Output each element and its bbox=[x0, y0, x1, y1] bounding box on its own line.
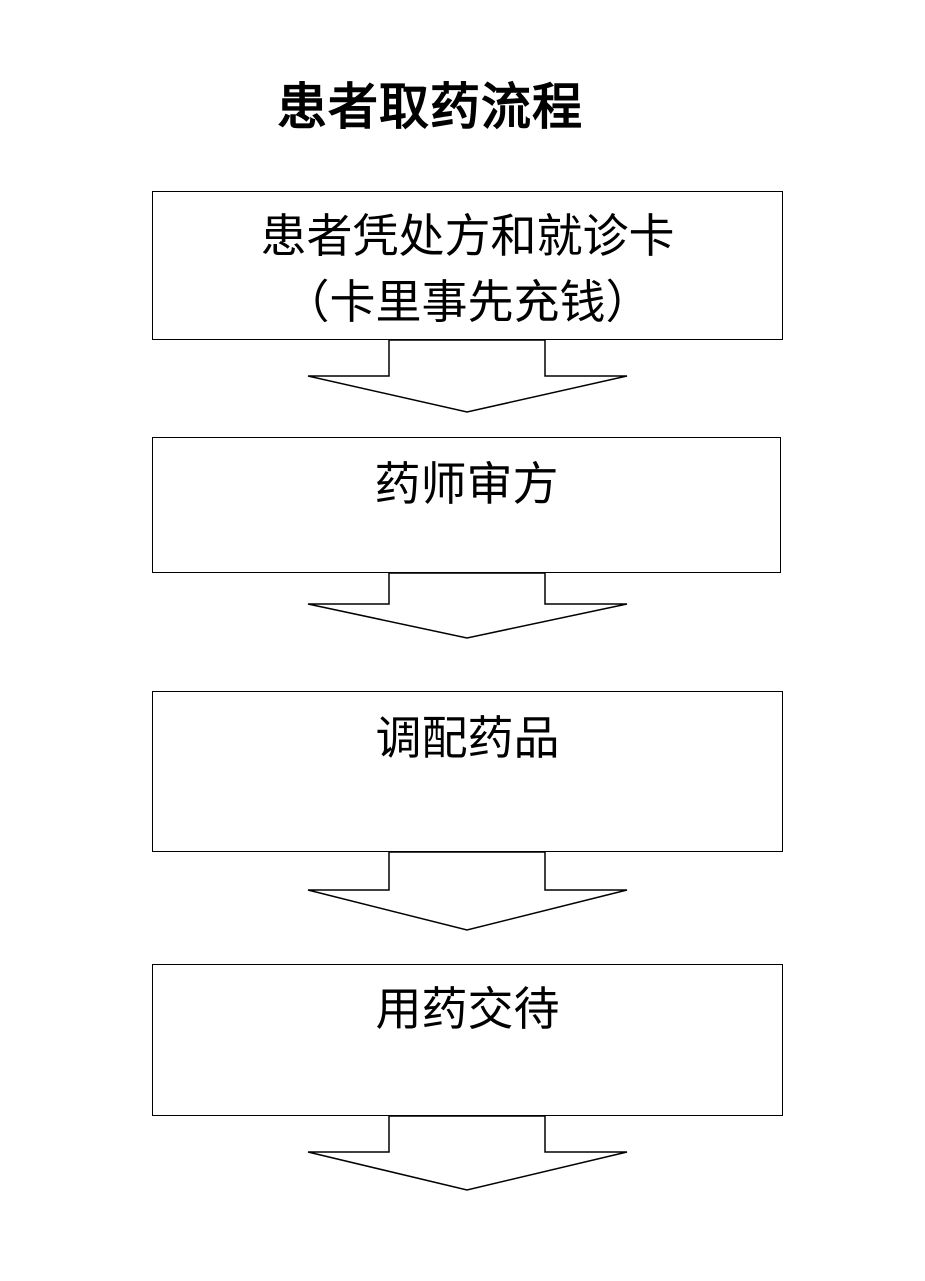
step-box-2: 药师审方 bbox=[152, 437, 781, 573]
down-arrow-3 bbox=[307, 851, 628, 931]
step-1-line-2: （卡里事先充钱） bbox=[283, 275, 652, 329]
step-2-label: 药师审方 bbox=[374, 457, 559, 511]
down-arrow-1 bbox=[307, 339, 628, 413]
diagram-title: 患者取药流程 bbox=[277, 78, 583, 136]
step-box-1: 患者凭处方和就诊卡 （卡里事先充钱） bbox=[152, 191, 783, 340]
step-1-line-1: 患者凭处方和就诊卡 bbox=[260, 209, 675, 263]
step-3-label: 调配药品 bbox=[375, 711, 560, 765]
down-arrow-2 bbox=[307, 572, 628, 639]
step-box-4: 用药交待 bbox=[152, 964, 783, 1116]
down-arrow-4 bbox=[307, 1115, 628, 1191]
step-4-label: 用药交待 bbox=[375, 982, 560, 1036]
